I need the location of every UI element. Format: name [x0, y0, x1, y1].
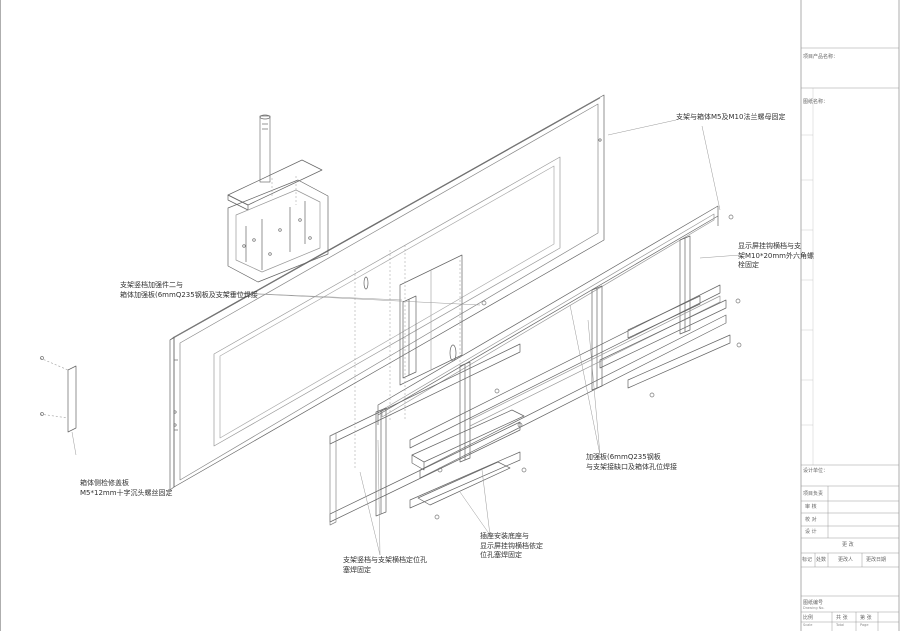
note-bracket-flange: 支架与箱体M5及M10法兰螺母固定 — [676, 113, 786, 121]
footer-scale-sub: Scale — [803, 623, 813, 627]
ceiling-mount — [227, 114, 329, 283]
footer-page: 第 张 — [860, 615, 872, 621]
note-socket-base: 插座安装底座与 显示屏挂钩横档依定 位孔塞焊固定 — [480, 532, 543, 559]
assembly-lines — [71, 119, 741, 556]
title-block-grid — [801, 47, 899, 631]
change-header-count: 处数 — [816, 557, 827, 563]
check-label: 校 对 — [805, 517, 817, 523]
change-title: 更 改 — [842, 542, 854, 548]
bolts — [40, 214, 742, 520]
note-side-cover: 箱体侧检修盖板 M5*12mm十字沉头螺丝固定 — [80, 479, 173, 497]
note-stiffener-plate: 加强板(6mmQ235钢板 与支架接缺口及箱体孔位焊接 — [586, 453, 677, 471]
drawing-no-label: 图纸编号 — [803, 600, 824, 606]
bracket-uprights — [375, 235, 691, 517]
side-cover-plate — [39, 357, 77, 433]
footer-total-sub: Total — [836, 623, 845, 627]
change-header-mark: 标记 — [802, 557, 813, 563]
project-lead-label: 项目负责 — [803, 491, 824, 497]
footer-total: 共 张 — [836, 615, 848, 621]
drawing-no-sub: Drawing No. — [803, 606, 825, 610]
stiffener-plate — [363, 254, 463, 386]
footer-scale: 比例 — [803, 615, 814, 621]
socket-base — [411, 409, 525, 506]
bracket-rail-lower — [329, 284, 731, 526]
change-header-person: 更改人 — [838, 557, 854, 563]
footer-page-sub: Page — [860, 623, 869, 627]
note-bracket-stiffener: 支架竖档加强件二与 箱体加强板(6mmQ235钢板及支架垂位焊接 — [120, 281, 258, 299]
note-display-hanger: 显示屏挂钩横档与支 架M10*20mm外六角螺 栓固定 — [738, 242, 814, 269]
note-upright-crossbar: 支架竖档与支架横档定位孔 塞焊固定 — [343, 556, 427, 574]
product-name-label: 项目产品名称： — [803, 54, 839, 60]
design-unit-label: 设计单位： — [803, 468, 829, 474]
drawing-name-label: 图纸名称： — [803, 99, 829, 105]
design-label: 设 计 — [805, 529, 817, 535]
review-label: 审 核 — [805, 504, 817, 510]
cabinet-frame — [169, 94, 605, 491]
bracket-rail-upper — [377, 205, 719, 425]
change-header-date: 更改日期 — [866, 557, 887, 563]
